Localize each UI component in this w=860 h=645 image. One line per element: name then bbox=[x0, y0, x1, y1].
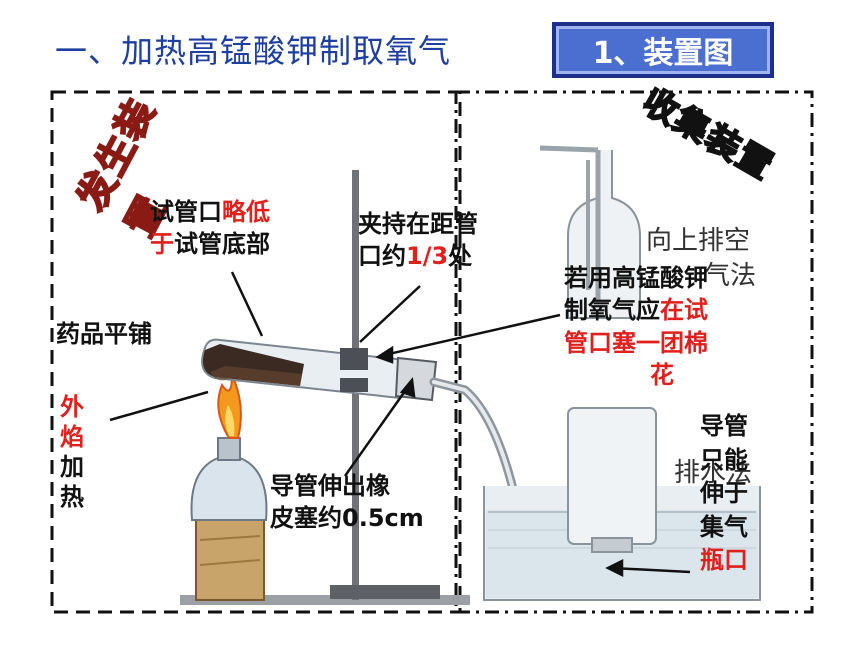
note-highlight: 1/3 bbox=[406, 242, 449, 271]
collecting-bottle bbox=[567, 407, 657, 553]
note-highlight: 略低 bbox=[222, 198, 270, 226]
water-trough bbox=[483, 486, 761, 601]
note-text: 导管 bbox=[700, 412, 748, 440]
note-highlight: 瓶口 bbox=[700, 546, 748, 575]
pointer-flame bbox=[109, 390, 209, 422]
note-text: 伸于 bbox=[700, 479, 748, 508]
note-clamp-position: 夹持在距管 口约1/3处 bbox=[358, 208, 548, 273]
note-spread: 药品平铺 bbox=[56, 318, 152, 350]
note-bottle-mouth: 导管 只能 伸于 集气 瓶口 bbox=[700, 410, 770, 578]
upward-collection-bottle bbox=[539, 145, 641, 319]
note-text: 口约 bbox=[358, 242, 406, 271]
note-text: 加 bbox=[60, 453, 84, 481]
note-text: 处 bbox=[448, 242, 473, 271]
note-outer-flame: 外 焰 加 热 bbox=[60, 392, 90, 512]
note-highlight: 在试 bbox=[660, 296, 708, 325]
clamp bbox=[340, 348, 368, 370]
note-water-method: 排水法 bbox=[674, 456, 752, 491]
note-highlight: 花 bbox=[650, 361, 674, 390]
note-cotton: 若用高锰酸钾 制氧气应在试 管口塞一团棉 花 bbox=[564, 262, 774, 392]
note-highlight: 外 bbox=[60, 393, 84, 421]
note-text: 导管伸出橡 bbox=[270, 472, 390, 500]
note-text: 气法 bbox=[704, 261, 757, 292]
pointer-clamp bbox=[359, 285, 421, 343]
generator-frame bbox=[50, 90, 462, 614]
note-text: 试管口 bbox=[150, 198, 222, 226]
section-badge: 1、装置图 bbox=[552, 22, 774, 78]
note-text: 药品平铺 bbox=[56, 320, 152, 348]
flame bbox=[217, 374, 242, 439]
pointer-bottle-mouth bbox=[611, 566, 691, 574]
note-upward-air: 向上排空 气法 bbox=[646, 224, 796, 294]
pointer-pipe bbox=[343, 383, 412, 477]
pointer-tube-mouth bbox=[230, 271, 264, 337]
note-highlight: 焰 bbox=[60, 423, 84, 451]
note-text: 排水法 bbox=[674, 458, 753, 488]
note-text: 夹持在距管 bbox=[358, 210, 478, 238]
note-highlight: 管口塞一团棉 bbox=[564, 328, 708, 357]
stand-base bbox=[180, 595, 470, 605]
note-highlight: 于 bbox=[150, 230, 174, 259]
note-text: 若用高锰酸钾 bbox=[564, 264, 708, 292]
collector-frame bbox=[454, 90, 814, 614]
note-text: 试管底部 bbox=[174, 230, 270, 259]
note-text: 只能 bbox=[700, 445, 748, 474]
note-tube-mouth: 试管口略低 于试管底部 bbox=[150, 196, 320, 261]
note-text: 集气 bbox=[700, 512, 748, 541]
pointer-cotton bbox=[379, 313, 561, 358]
note-pipe-length: 导管伸出橡 皮塞约0.5cm bbox=[270, 470, 460, 535]
note-text: 皮塞约0.5cm bbox=[270, 504, 424, 533]
alcohol-lamp bbox=[190, 457, 268, 521]
note-text: 向上排空 bbox=[646, 226, 751, 256]
page-title: 一、加热高锰酸钾制取氧气 bbox=[55, 32, 452, 70]
note-text: 热 bbox=[60, 483, 84, 511]
note-text: 制氧气应 bbox=[564, 296, 660, 325]
